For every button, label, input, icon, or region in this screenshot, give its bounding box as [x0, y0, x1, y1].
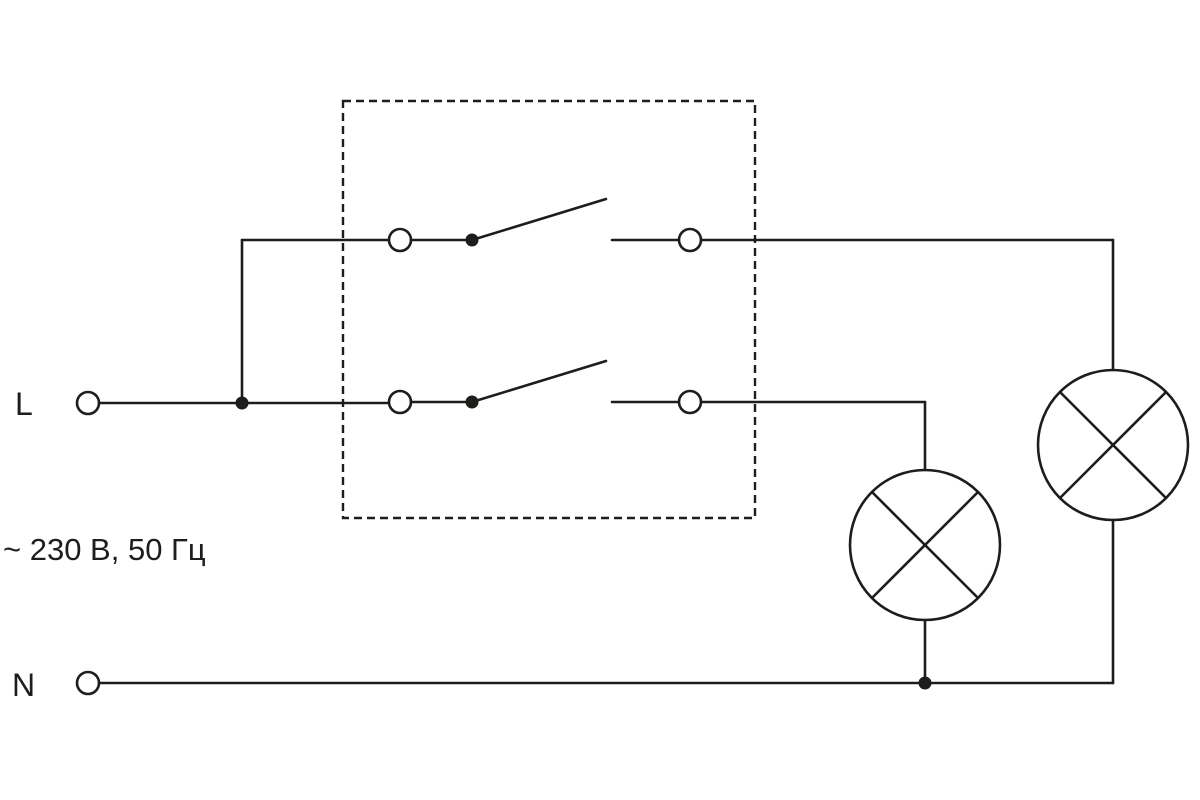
neutral-line-N	[75, 670, 1115, 696]
terminal-L-circle	[75, 390, 101, 416]
junction-dot-N	[918, 676, 932, 690]
voltage-note: ~ 230 В, 50 Гц	[3, 532, 206, 567]
lamp-1-cross-line-b	[1059, 391, 1167, 499]
switch-2-blade	[470, 359, 608, 404]
switch-2-left-terminal	[387, 389, 413, 415]
switch-enclosure	[341, 99, 757, 520]
switch-2	[387, 359, 703, 415]
switch-1	[387, 197, 703, 253]
switch-1-left-terminal	[387, 227, 413, 253]
lamp-1	[1036, 368, 1190, 522]
switch-1-blade	[470, 197, 608, 242]
lamp-1-circle	[1036, 368, 1190, 522]
switch-2-right-terminal	[677, 389, 703, 415]
label-L: L	[15, 386, 33, 422]
lamp-2-cross-line-b	[871, 491, 979, 599]
circuit-1-wiring	[699, 238, 1115, 685]
lamp-2-circle	[848, 468, 1002, 622]
switch-1-right-terminal	[677, 227, 703, 253]
lamp-2	[848, 468, 1002, 622]
label-N: N	[12, 667, 35, 703]
dashed-enclosure-box	[341, 99, 757, 520]
terminal-N-circle	[75, 670, 101, 696]
supply-line-L	[75, 238, 391, 416]
circuit-2-wiring	[699, 400, 927, 685]
